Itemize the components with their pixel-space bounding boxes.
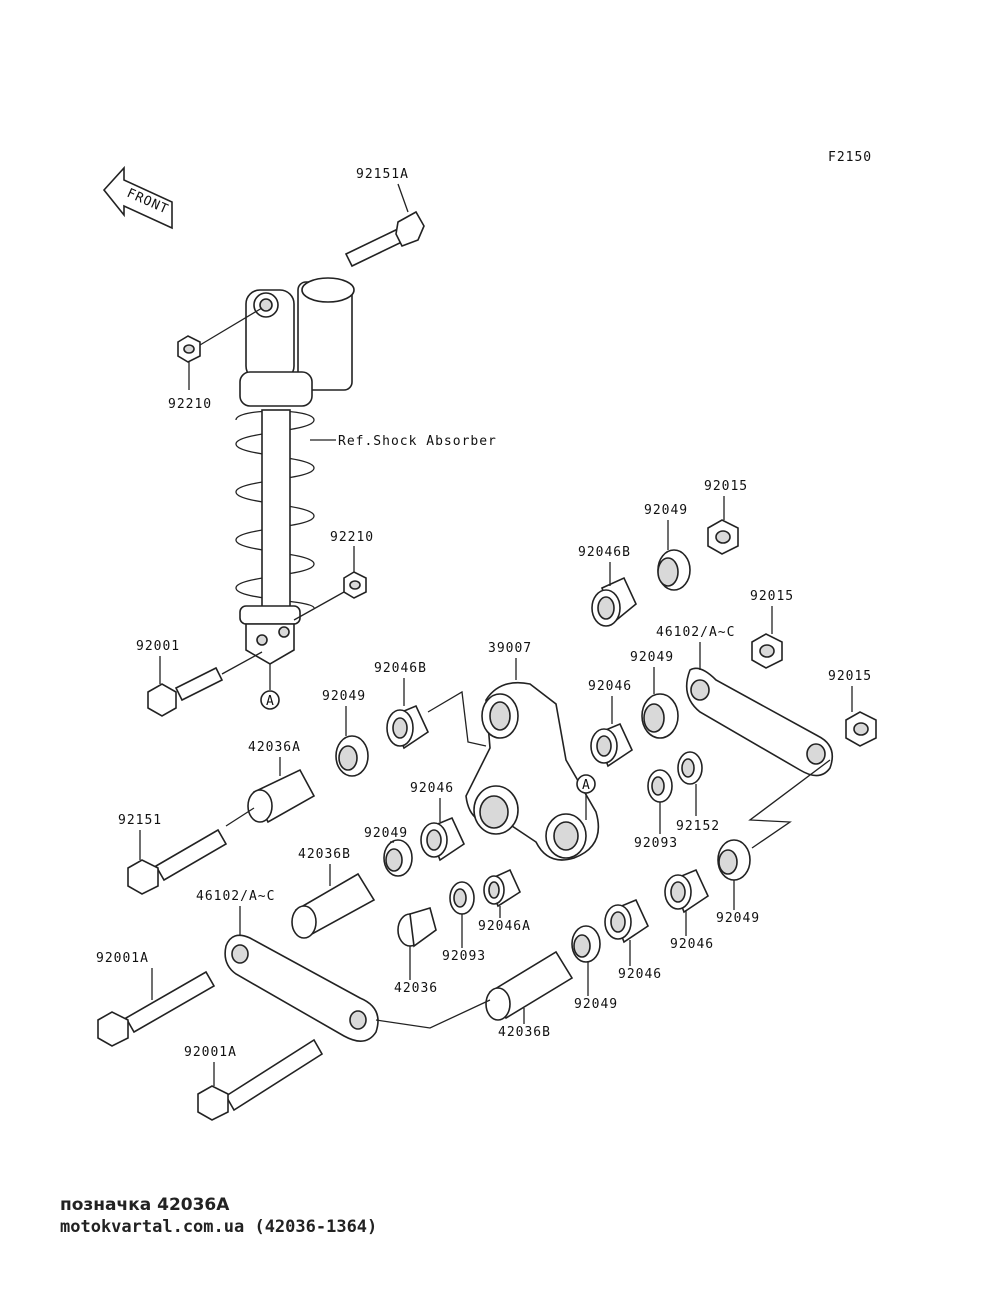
label-92046B-top: 92046B xyxy=(578,545,631,560)
label-92046-right-b: 92046 xyxy=(618,967,662,982)
label-92151: 92151 xyxy=(118,813,162,828)
label-92046-upper: 92046 xyxy=(588,679,632,694)
washer-92049-left-icon xyxy=(335,735,369,777)
washer-92049-right-icon xyxy=(717,839,751,881)
label-92001A-lower: 92001A xyxy=(184,1045,237,1060)
label-92046-lower-left: 92046 xyxy=(410,781,454,796)
label-92093-upper: 92093 xyxy=(634,836,678,851)
bearing-92046-right-a-icon xyxy=(664,868,710,914)
bolt-92151-icon xyxy=(127,828,228,895)
nut-92210-lower-icon xyxy=(343,571,367,599)
tie-rod-46102-lower-icon xyxy=(224,934,379,1042)
label-42036: 42036 xyxy=(394,981,438,996)
washer-92049-bottom-icon xyxy=(571,925,601,963)
collar-92152-icon xyxy=(677,751,703,785)
bolt-92001A-upper-icon xyxy=(97,970,216,1047)
rocker-arm-39007-icon xyxy=(465,681,600,861)
bolt-92151A-icon xyxy=(344,210,425,268)
label-92015-top: 92015 xyxy=(704,479,748,494)
label-92049-right: 92049 xyxy=(716,911,760,926)
collar-42036A-icon xyxy=(247,768,316,824)
collar-42036-icon xyxy=(397,906,437,948)
label-92001A-upper: 92001A xyxy=(96,951,149,966)
bearing-92046-right-b-icon xyxy=(604,898,650,944)
label-42036B-upper: 42036B xyxy=(298,847,351,862)
ref-marker-a2-text: A xyxy=(582,778,591,793)
ref-marker-a2-icon: A xyxy=(576,774,596,794)
footer-caption: позначка 42036A xyxy=(60,1195,230,1215)
footer-source: motokvartal.com.ua (42036-1364) xyxy=(60,1217,378,1237)
nut-92015-top-icon xyxy=(707,519,739,555)
shock-absorber-icon xyxy=(235,277,355,665)
bearing-92046-lower-left-icon xyxy=(420,816,466,862)
washer-92049-mid-icon xyxy=(641,693,679,739)
label-46102-upper: 46102/A~C xyxy=(656,625,735,640)
label-92093-lower: 92093 xyxy=(442,949,486,964)
bearing-92046B-left-icon xyxy=(386,704,430,750)
label-92152: 92152 xyxy=(676,819,720,834)
washer-92049-lower-left-icon xyxy=(383,839,413,877)
seal-92093-upper-icon xyxy=(647,769,673,803)
collar-42036B-upper-icon xyxy=(291,872,376,939)
tie-rod-46102-upper-icon xyxy=(685,667,834,777)
ref-shock-absorber-label: Ref.Shock Absorber xyxy=(338,434,497,449)
bearing-92046-upper-icon xyxy=(590,722,634,768)
label-92049-bottom: 92049 xyxy=(574,997,618,1012)
label-92015-right: 92015 xyxy=(828,669,872,684)
label-92049-lower-left: 92049 xyxy=(364,826,408,841)
washer-92049-top-icon xyxy=(657,549,691,591)
label-92001: 92001 xyxy=(136,639,180,654)
label-42036B-lower: 42036B xyxy=(498,1025,551,1040)
nut-92210-upper-icon xyxy=(177,335,201,363)
bolt-92001A-lower-icon xyxy=(197,1038,324,1121)
label-92049-top: 92049 xyxy=(644,503,688,518)
nut-92015-right-icon xyxy=(845,711,877,747)
label-92046B-left: 92046B xyxy=(374,661,427,676)
figure-code: F2150 xyxy=(828,150,872,165)
label-42036A: 42036A xyxy=(248,740,301,755)
ref-marker-a-icon: A xyxy=(260,690,280,710)
label-92151A: 92151A xyxy=(356,167,409,182)
bearing-92046B-top-icon xyxy=(591,576,637,627)
label-92049-left: 92049 xyxy=(322,689,366,704)
label-92049-mid: 92049 xyxy=(630,650,674,665)
nut-92015-mid-icon xyxy=(751,633,783,669)
label-92015-mid: 92015 xyxy=(750,589,794,604)
label-46102-lower: 46102/A~C xyxy=(196,889,275,904)
label-39007: 39007 xyxy=(488,641,532,656)
label-92210-lower: 92210 xyxy=(330,530,374,545)
bearing-92046A-icon xyxy=(483,868,522,908)
ref-marker-a-text: A xyxy=(266,694,275,709)
label-92210-upper: 92210 xyxy=(168,397,212,412)
seal-92093-lower-icon xyxy=(449,881,475,915)
bolt-92001-icon xyxy=(147,666,224,717)
front-arrow-icon: FRONT xyxy=(102,165,173,230)
label-92046-right-a: 92046 xyxy=(670,937,714,952)
collar-42036B-lower-icon xyxy=(485,950,574,1021)
label-92046A: 92046A xyxy=(478,919,531,934)
